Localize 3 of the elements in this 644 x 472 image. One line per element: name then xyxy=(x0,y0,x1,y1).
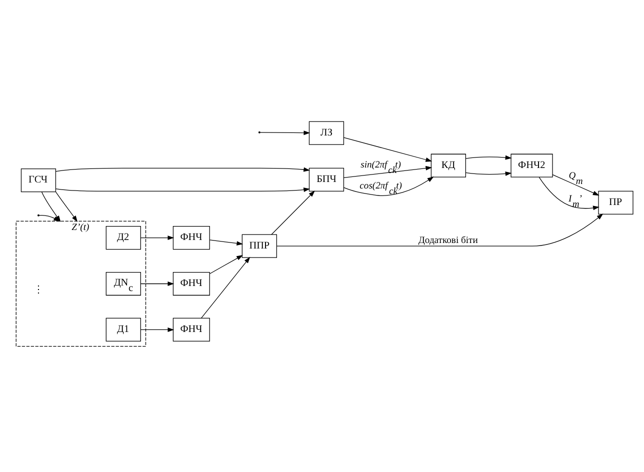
edge-label: Z’(t) xyxy=(72,222,90,233)
edge-label: Додаткові біти xyxy=(418,234,478,246)
label: ⋮ xyxy=(33,284,44,296)
